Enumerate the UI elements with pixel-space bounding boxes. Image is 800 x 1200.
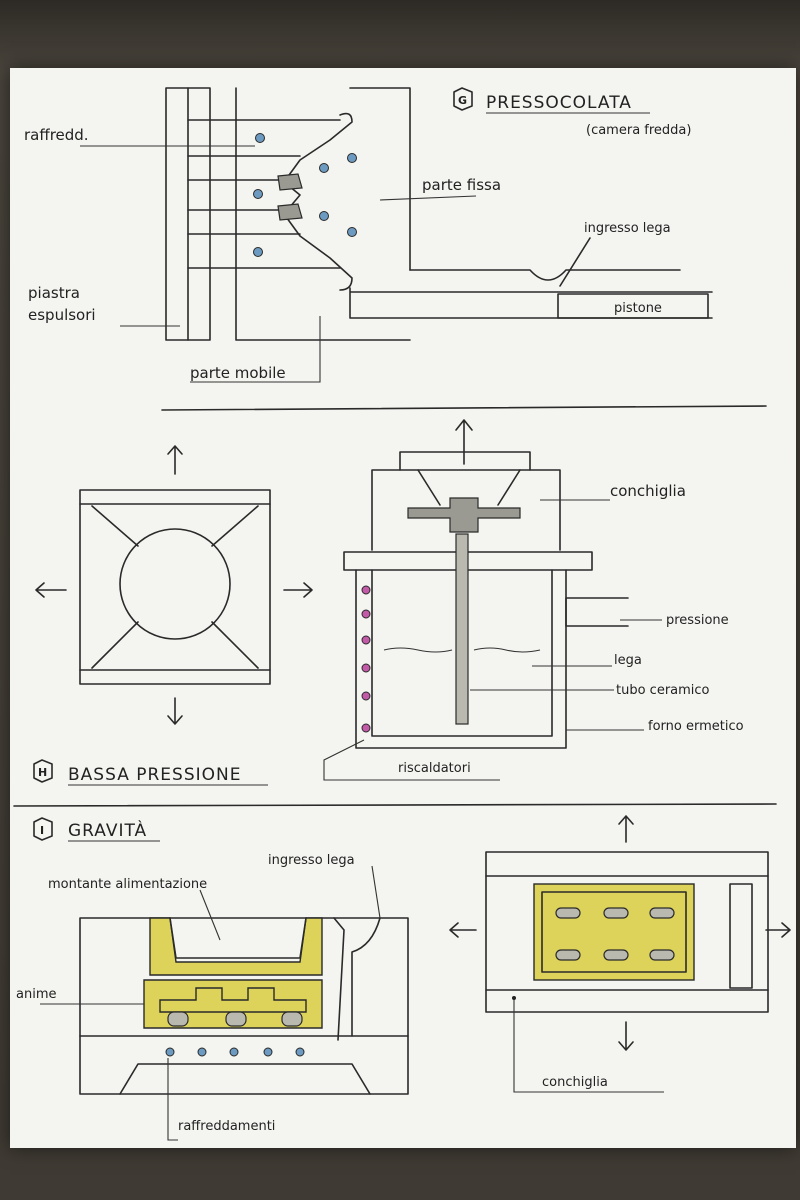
die-top-view (79, 489, 271, 685)
label-espulsori: espulsori (28, 306, 96, 324)
ceramic-tube (455, 533, 469, 725)
gravity-inlet (333, 917, 381, 1041)
die-top (399, 451, 531, 471)
label-raffredd: raffredd. (24, 126, 89, 144)
sand-core-top (533, 883, 695, 981)
label-pistone: pistone (614, 301, 662, 316)
badge-i-icon (33, 817, 53, 841)
opening-arrows (35, 445, 313, 725)
core-slots (555, 907, 675, 961)
label-tubo-ceramico: tubo ceramico (616, 683, 710, 698)
section-pressocolata: G PRESSOCOLATA (camera fredda) raffredd.… (24, 87, 713, 383)
feeder-riser (149, 917, 323, 976)
core-bosses (167, 1011, 303, 1027)
divider-h-i (13, 803, 777, 807)
label-montante: montante alimentazione (48, 877, 207, 892)
label-lega: lega (614, 653, 642, 668)
section-bassa-pressione: conchiglia pressione lega tubo ceramico … (33, 419, 744, 786)
divider-g-h (161, 405, 767, 411)
mould-base (119, 1063, 371, 1095)
label-forno-ermetico: forno ermetico (648, 719, 744, 734)
badge-h-icon (33, 759, 53, 783)
die-top-view-i (485, 851, 769, 1013)
cavity-circle (119, 528, 231, 640)
casting-part (407, 497, 521, 533)
label-riscaldatori: riscaldatori (398, 761, 471, 776)
badge-g: G (458, 94, 467, 107)
label-conchiglia-i: conchiglia (542, 1075, 608, 1090)
cooling-channels (253, 133, 357, 257)
label-ingresso-lega-g: ingresso lega (584, 221, 671, 236)
title-bassa-pressione: BASSA PRESSIONE (68, 765, 241, 785)
moving-half (235, 87, 411, 341)
label-pressione: pressione (666, 613, 729, 628)
die-cavity (283, 112, 353, 291)
badge-h: H (38, 766, 47, 779)
heaters (361, 585, 371, 733)
label-raffreddamenti: raffreddamenti (178, 1119, 275, 1134)
fixed-half (349, 87, 411, 271)
title-gravita: GRAVITÀ (68, 819, 147, 841)
furnace (355, 569, 567, 749)
label-parte-fissa: parte fissa (422, 176, 501, 194)
label-conchiglia-h: conchiglia (610, 482, 686, 500)
ejector-pins (187, 119, 341, 269)
metal-inlet (409, 269, 681, 281)
alloy-level (383, 647, 541, 653)
label-piastra: piastra (28, 284, 80, 302)
title-pressocolata: PRESSOCOLATA (486, 93, 632, 113)
opening-arrows-i (449, 815, 791, 1051)
badge-i: I (40, 824, 44, 837)
section-gravita: I GRAVITÀ (16, 815, 791, 1141)
cooling-channels-i (165, 1047, 305, 1057)
subtitle-camera-fredda: (camera fredda) (586, 123, 691, 138)
label-ingresso-lega-i: ingresso lega (268, 853, 355, 868)
inlet-block (729, 883, 753, 989)
conchiglia-body (371, 469, 561, 551)
piston (557, 293, 709, 319)
label-anime: anime (16, 987, 56, 1002)
badge-g-icon (453, 87, 473, 111)
label-parte-mobile: parte mobile (190, 364, 286, 382)
